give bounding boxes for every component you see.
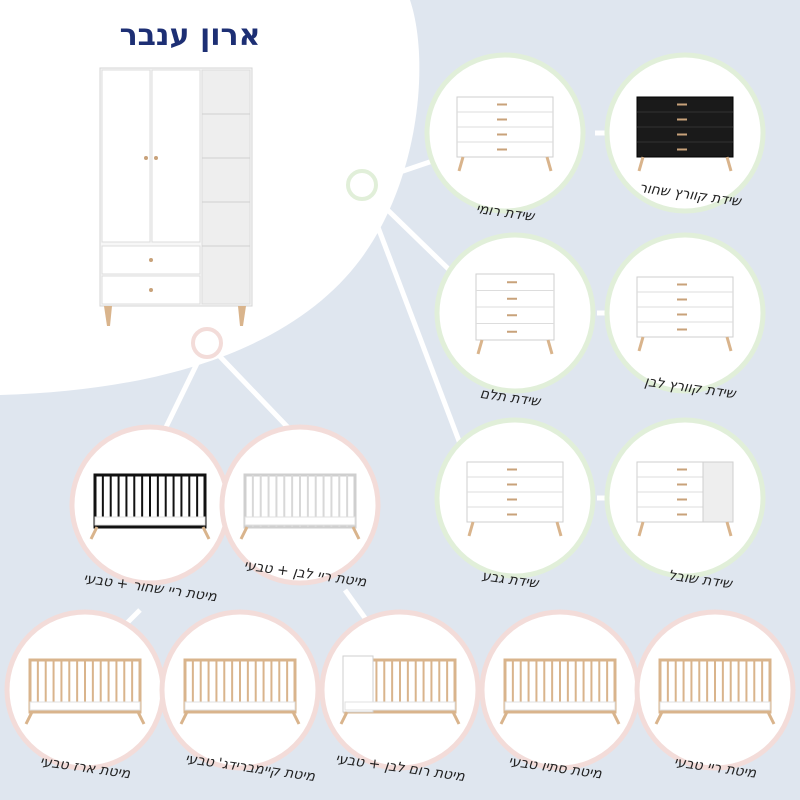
crib-item [319,609,481,771]
crib-item [479,609,641,771]
black-dresser-image [636,96,734,172]
white-dresser-shelves-image [636,461,734,537]
white-crib-image [239,473,361,540]
dresser-item [434,417,596,579]
dresser-item [604,417,766,579]
wood-crib-image [179,658,301,725]
white-dresser-image [466,461,564,537]
white-tall-dresser-image [475,273,555,355]
dresser-item [604,232,766,394]
crib-item [159,609,321,771]
wood-crib-image [499,658,621,725]
white-dresser-image [636,276,734,352]
dresser-item [424,52,586,214]
crib-item [4,609,166,771]
page-title: ארון ענבר [119,18,261,53]
wood-crib-image [654,658,776,725]
crib-item [634,609,796,771]
hub-dot [346,169,378,201]
hub-dot [191,327,223,359]
dresser-item [604,52,766,214]
dresser-item [434,232,596,394]
crib-item [69,424,231,586]
white-wood-crib-image [339,655,461,725]
black-crib-image [89,473,211,540]
crib-item [219,424,381,586]
wood-crib-image [24,658,146,725]
white-dresser-image [456,96,554,172]
